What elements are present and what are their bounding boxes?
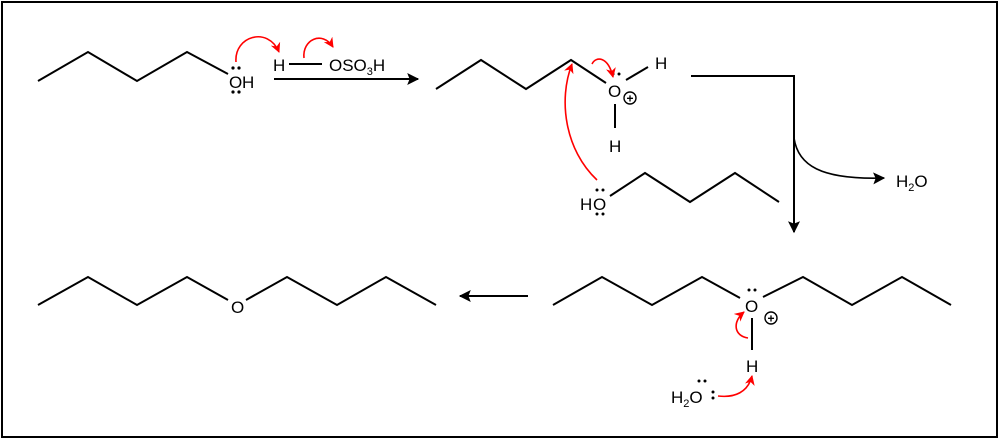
lone-pair-dot [711,390,715,394]
water-base: H2O [671,379,715,410]
carbon-chain-left [552,275,741,307]
hydrogen-label: H [580,195,592,214]
positive-charge-icon [623,91,637,105]
lone-pair-dot [617,72,621,76]
reaction-arrow-2 [691,75,800,234]
carbon-chain-left [37,275,229,307]
lone-pair-dot [697,379,701,383]
lone-pair-dot [231,90,235,94]
lone-pair-dot [753,288,757,292]
water-label: H2O [671,388,703,410]
hydrogen-label: H [609,137,621,156]
protonated-ether: O + H [552,275,952,376]
butanol-nucleophile: H O [580,171,780,216]
lone-pair-dot [601,188,605,192]
hydrogen-label: H [242,73,254,92]
butanol-molecule: O H [37,50,254,94]
charge-label: + [767,312,774,326]
oxygen-label: O [229,73,242,92]
water-loss-arrow [793,137,886,185]
carbon-chain [609,171,780,204]
electron-arrow [591,58,616,78]
oxonium-oxygen-label: O [745,297,758,316]
lone-pair-dot [237,90,241,94]
electron-arrow [235,36,281,63]
ether-oxygen-label: O [231,298,244,317]
sulfuric-acid: H OSO3H [273,56,385,78]
electron-arrow [733,311,749,339]
oxygen-label: O [593,195,606,214]
carbon-chain [435,58,607,91]
carbon-chain-right [762,275,952,307]
lone-pair-dot [711,396,715,400]
hydrogen-label: H [655,54,667,73]
lone-pair-dot [747,288,751,292]
electron-arrow [303,36,334,59]
lone-pair-dot [703,379,707,383]
oxonium-oxygen-label: O [608,82,621,101]
dibutyl-ether-product: O [37,275,437,317]
lone-pair-dot [595,212,599,216]
hydrogen-label: H [746,357,758,376]
acid-hydrogen-label: H [273,56,285,75]
carbon-chain-right [245,275,437,307]
o-h-bond [625,66,649,81]
nucleophilic-attack-arrow [564,63,598,181]
lone-pair-dot [237,66,241,70]
water-byproduct-label: H2O [896,172,928,194]
lone-pair-dot [601,212,605,216]
positive-charge-icon [764,311,778,325]
lone-pair-dot [231,66,235,70]
charge-label: + [626,92,633,106]
acid-formula: OSO3H [329,56,385,78]
protonated-butanol: O H + H [435,54,667,156]
carbon-chain [37,50,229,83]
lone-pair-dot [595,188,599,192]
deprotonation-arrow [717,375,755,398]
